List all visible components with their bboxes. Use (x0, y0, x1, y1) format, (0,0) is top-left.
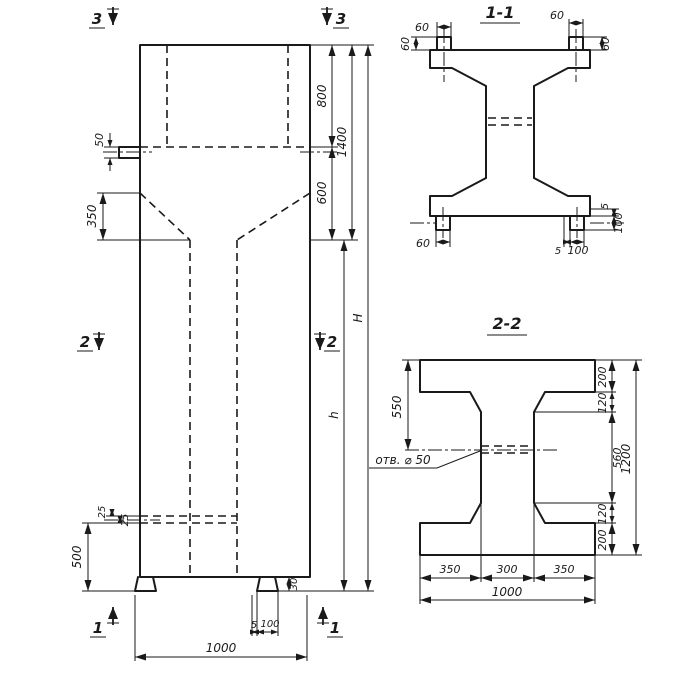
dim-label-1400: 1400 (335, 126, 349, 157)
dim-label-200-bottom: 200 (596, 530, 609, 551)
dim-label-800: 800 (315, 84, 329, 107)
dim-label-300: 300 (497, 563, 518, 576)
dim-label-60-top-right: 60 (550, 9, 564, 22)
dim-label-60-right: 60 (599, 37, 612, 51)
section-1-1-dimension-lines (413, 20, 617, 245)
section-1-1-extension-lines (411, 19, 619, 247)
section-marker-1-left: 1 (93, 619, 103, 637)
section-marker-1-right: 1 (330, 619, 340, 637)
section-2-2-outline (419, 359, 596, 556)
dim-label-120-top: 120 (596, 393, 609, 414)
dim-label-foot-30: 30 (289, 578, 300, 591)
dim-label-1000: 1000 (206, 641, 237, 655)
dim-label-500: 500 (70, 545, 84, 568)
dim-label-25-a: 25 (97, 506, 108, 519)
section-marker-2-right: 2 (327, 333, 337, 351)
section-1-1-labels: 1-1 60 60 60 60 5 100 5 100 60 (399, 3, 625, 257)
section-marker-3-right: 3 (336, 10, 346, 28)
section-2-2-hidden-lines (405, 445, 560, 454)
centerlines (410, 29, 624, 238)
extension-lines (82, 44, 374, 661)
dim-label-550: 550 (390, 395, 404, 418)
elevation-section-cut-marks (77, 7, 349, 638)
dim-label-collar-50: 50 (93, 133, 106, 147)
section-marker-2-left: 2 (80, 333, 90, 351)
elevation-view: 3 3 2 2 1 1 50 350 25 25 500 30 800 600 … (70, 7, 374, 661)
extension-lines (411, 19, 619, 247)
dim-label-100-right: 100 (612, 213, 625, 234)
dim-label-foot-5: 5 (251, 620, 257, 631)
section-1-1-shape (429, 36, 591, 231)
dim-label-60-left: 60 (399, 37, 412, 51)
section-2-2-labels: 2-2 550 200 120 560 120 200 1200 отв. ⌀ … (369, 314, 633, 599)
dim-label-h: h (327, 411, 341, 419)
marker-underlines (77, 27, 349, 638)
dim-label-5-bottom: 5 (555, 246, 561, 257)
dim-label-25-b: 25 (120, 514, 131, 527)
section-2-2-dimension-lines (404, 360, 640, 604)
dim-label-1000: 1000 (492, 585, 523, 599)
hidden-hole-lines (481, 445, 534, 454)
section-1-1-hidden-lines (410, 29, 624, 238)
dim-label-350-right: 350 (554, 563, 575, 576)
hidden-hole-lines (488, 117, 532, 126)
dim-label-foot-100: 100 (260, 619, 279, 630)
section-2-2-shape (419, 359, 596, 556)
hidden-edges (139, 45, 311, 577)
elevation-outline (118, 44, 311, 592)
section-marker-3-left: 3 (92, 10, 102, 28)
dim-label-taper-350: 350 (85, 204, 99, 227)
centerlines (103, 151, 338, 521)
section-1-1-outline (429, 36, 591, 231)
dim-label-60-bottom-left: 60 (416, 237, 430, 250)
elevation-hidden-lines (103, 45, 338, 577)
dim-label-200-top: 200 (596, 367, 609, 388)
section-2-2-title: 2-2 (493, 314, 522, 333)
dim-label-120-bottom: 120 (596, 504, 609, 525)
dim-label-560: 560 (611, 448, 624, 469)
dim-label-100-bottom: 100 (568, 244, 589, 257)
hole-diameter-label: отв. ⌀ 50 (375, 453, 431, 467)
dim-label-60-top-left: 60 (415, 21, 429, 34)
elevation-labels: 3 3 2 2 1 1 50 350 25 25 500 30 800 600 … (70, 10, 365, 655)
section-2-2-view: 2-2 550 200 120 560 120 200 1200 отв. ⌀ … (369, 314, 642, 604)
dim-label-1200: 1200 (619, 443, 633, 474)
section-1-1-title: 1-1 (486, 3, 515, 22)
dim-label-350-left: 350 (440, 563, 461, 576)
hole-label-leader (369, 450, 481, 469)
elevation-extension-lines (82, 44, 374, 661)
dim-label-5-right: 5 (600, 203, 611, 209)
section-1-1-view: 1-1 60 60 60 60 5 100 5 100 60 (399, 3, 625, 257)
elevation-dimension-lines (84, 45, 372, 661)
column-outline (118, 44, 311, 592)
dim-label-600: 600 (315, 181, 329, 204)
dim-label-H: H (351, 313, 365, 322)
